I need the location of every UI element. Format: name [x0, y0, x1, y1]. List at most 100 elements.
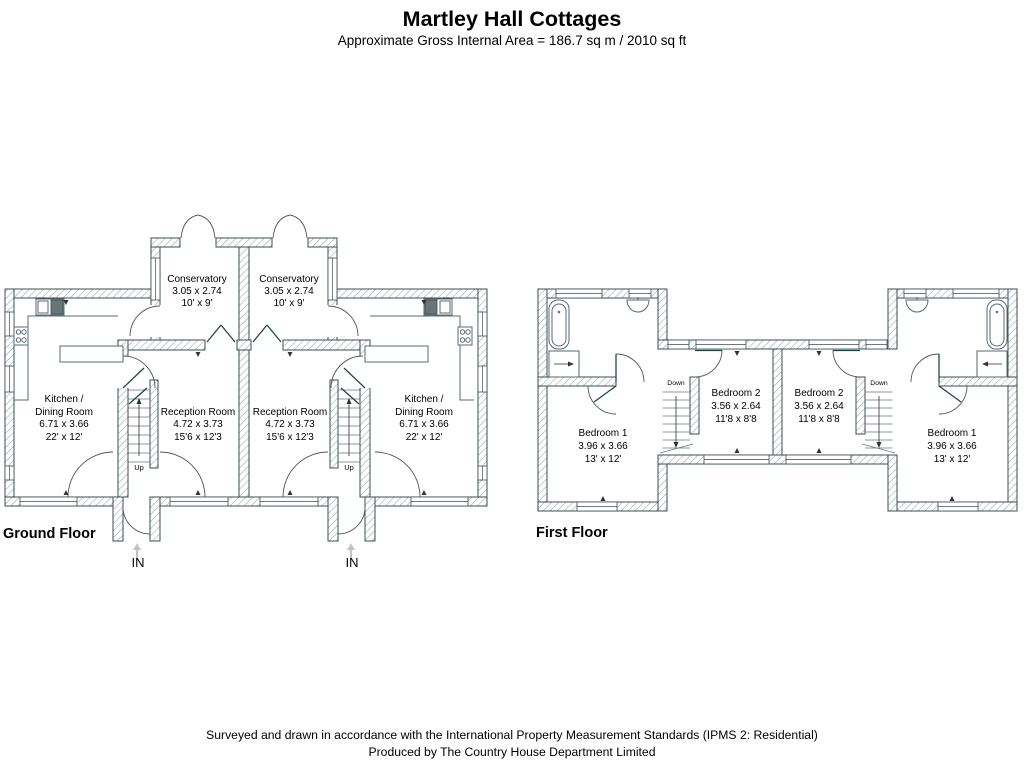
stairs-up-label: Up	[344, 463, 354, 472]
kitchen-fixtures-left	[13, 297, 124, 401]
door-arc	[129, 305, 161, 337]
svg-text:Bedroom 2: Bedroom 2	[795, 388, 844, 399]
footer-line-1: Surveyed and drawn in accordance with th…	[206, 728, 818, 742]
counter	[14, 315, 118, 401]
bathtub-icon	[548, 299, 570, 350]
stairs-down-right: Down	[861, 380, 896, 454]
kitchen-island	[364, 345, 429, 363]
first-doors	[587, 349, 968, 415]
stairs-up-label: Up	[134, 463, 144, 472]
bathtub-icon	[986, 299, 1008, 350]
svg-text:6.71 x 3.66: 6.71 x 3.66	[39, 419, 89, 430]
dimension-ticks	[63, 300, 427, 495]
svg-text:Reception Room: Reception Room	[253, 407, 327, 418]
svg-text:Dining Room: Dining Room	[395, 407, 453, 418]
svg-text:Reception Room: Reception Room	[161, 407, 235, 418]
svg-text:Conservatory: Conservatory	[259, 274, 318, 285]
first-floor-label: First Floor	[536, 525, 608, 541]
in-label: IN	[346, 555, 359, 570]
basin-icon	[905, 297, 929, 313]
door-leaf	[122, 367, 145, 389]
ground-windows	[4, 257, 488, 507]
door-arc	[832, 349, 861, 378]
ground-floor-plan: Up Up	[3, 214, 488, 570]
door-arc	[282, 451, 329, 498]
door-leaf	[343, 367, 366, 389]
door-arc	[910, 353, 940, 383]
hob-icon	[13, 326, 29, 346]
entry-door-arc	[337, 506, 366, 535]
room-label-conservatory-left: Conservatory 3.05 x 2.74 10' x 9'	[167, 274, 226, 309]
svg-text:Bedroom 1: Bedroom 1	[579, 428, 628, 439]
svg-text:Dining Room: Dining Room	[35, 407, 93, 418]
room-label-bedroom2-left: Bedroom 2 3.56 x 2.64 11'8 x 8'8	[711, 388, 761, 425]
room-label-conservatory-right: Conservatory 3.05 x 2.74 10' x 9'	[259, 274, 318, 309]
first-floor-plan: Down Down	[536, 288, 1018, 541]
bathroom-fixtures-right	[905, 297, 1008, 378]
room-label-bedroom1-left: Bedroom 1 3.96 x 3.66 13' x 12'	[578, 428, 628, 465]
stairs-up-right: Up	[338, 387, 360, 472]
shower-icon	[548, 350, 580, 378]
door-arc	[67, 451, 114, 498]
room-label-reception-right: Reception Room 4.72 x 3.73 15'6 x 12'3	[253, 407, 327, 443]
svg-text:Kitchen /: Kitchen /	[45, 394, 84, 405]
hob-icon	[457, 326, 473, 346]
room-label-kitchen-right: Kitchen / Dining Room 6.71 x 3.66 22' x …	[395, 394, 453, 443]
footer: Surveyed and drawn in accordance with th…	[206, 728, 818, 759]
svg-text:11'8 x 8'8: 11'8 x 8'8	[715, 414, 757, 425]
svg-text:22' x 12': 22' x 12'	[46, 432, 83, 443]
french-door-arc	[197, 214, 216, 239]
room-label-bedroom1-right: Bedroom 1 3.96 x 3.66 13' x 12'	[927, 428, 977, 465]
room-label-kitchen-left: Kitchen / Dining Room 6.71 x 3.66 22' x …	[35, 394, 93, 443]
door-arc	[938, 385, 968, 415]
door-leaf	[206, 324, 236, 343]
door-arc	[122, 355, 156, 389]
entry-door-arc	[122, 506, 151, 535]
door-leaf	[252, 324, 282, 343]
header: Martley Hall Cottages Approximate Gross …	[338, 7, 687, 48]
door-arc	[159, 451, 206, 498]
door-arc	[587, 385, 617, 415]
door-arc	[615, 353, 645, 383]
cupboard-leaf	[340, 387, 360, 405]
door-leaf	[938, 385, 962, 403]
first-walls	[537, 288, 1018, 512]
first-windows	[555, 288, 1000, 512]
entrance-left: IN	[132, 543, 145, 570]
door-arc	[694, 349, 723, 378]
svg-text:3.56 x 2.64: 3.56 x 2.64	[711, 401, 761, 412]
svg-text:Bedroom 1: Bedroom 1	[928, 428, 977, 439]
door-leaf	[593, 385, 617, 403]
entrance-right: IN	[346, 543, 359, 570]
svg-text:3.05 x 2.74: 3.05 x 2.74	[172, 286, 222, 297]
french-door-arc	[289, 214, 308, 239]
svg-text:Bedroom 2: Bedroom 2	[712, 388, 761, 399]
basin-icon	[626, 297, 650, 313]
french-door-arc	[180, 214, 199, 239]
svg-text:3.96 x 3.66: 3.96 x 3.66	[927, 441, 977, 452]
svg-text:15'6 x 12'3: 15'6 x 12'3	[174, 432, 222, 443]
cupboard-leaf	[128, 387, 148, 405]
svg-text:6.71 x 3.66: 6.71 x 3.66	[399, 419, 449, 430]
footer-line-2: Produced by The Country House Department…	[368, 745, 655, 759]
ground-floor-label: Ground Floor	[3, 526, 96, 542]
svg-text:4.72 x 3.73: 4.72 x 3.73	[265, 419, 315, 430]
ground-doors	[67, 214, 421, 535]
svg-text:10' x 9': 10' x 9'	[181, 298, 212, 309]
svg-text:13' x 12': 13' x 12'	[934, 454, 971, 465]
door-arc	[330, 355, 364, 389]
sink-icon	[423, 297, 453, 316]
svg-text:Kitchen /: Kitchen /	[405, 394, 444, 405]
kitchen-fixtures-right	[364, 297, 474, 401]
svg-text:11'8 x 8'8: 11'8 x 8'8	[798, 414, 840, 425]
svg-text:3.96 x 3.66: 3.96 x 3.66	[578, 441, 628, 452]
svg-text:15'6 x 12'3: 15'6 x 12'3	[266, 432, 314, 443]
sink-icon	[35, 297, 65, 316]
svg-text:22' x 12': 22' x 12'	[406, 432, 443, 443]
page-title: Martley Hall Cottages	[403, 7, 622, 31]
dimension-ticks	[600, 351, 955, 501]
stairs-down-left: Down	[659, 380, 694, 454]
svg-text:13' x 12': 13' x 12'	[585, 454, 622, 465]
stairs-up-left: Up	[128, 387, 150, 472]
